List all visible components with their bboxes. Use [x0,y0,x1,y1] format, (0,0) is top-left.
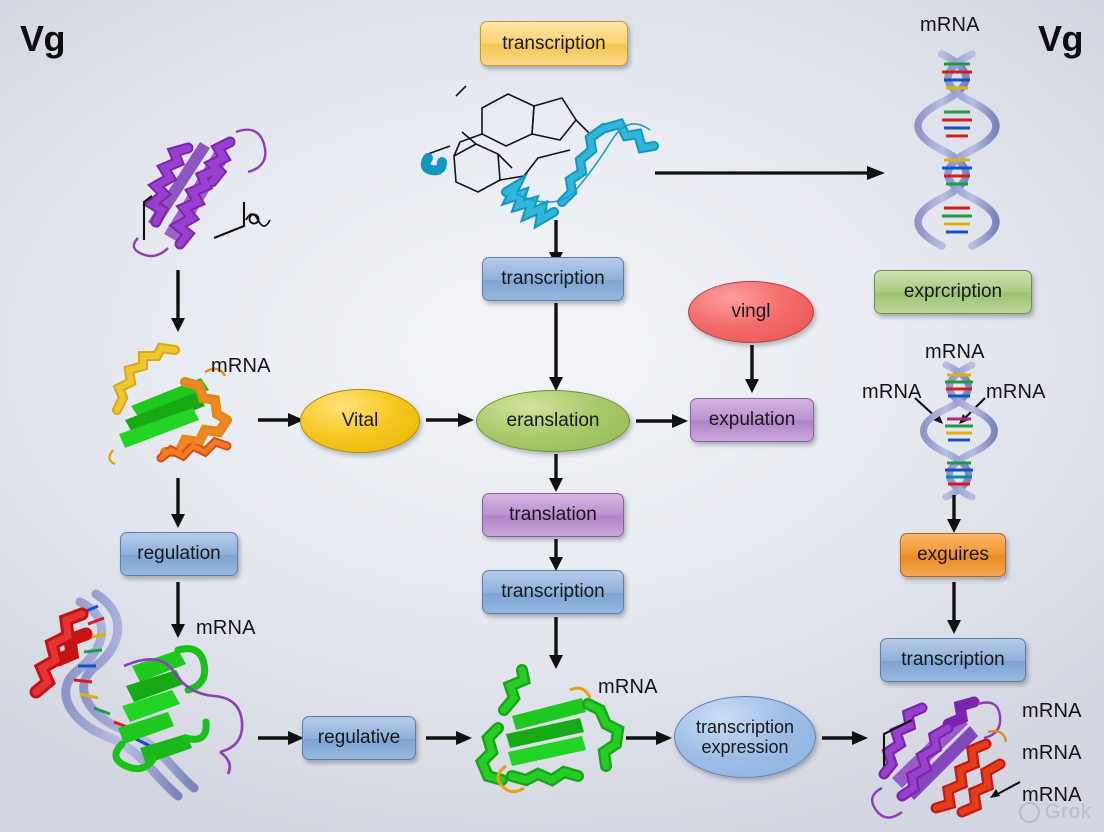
arrow-down-left-2 [168,478,188,528]
corner-label-top-right: Vg [1038,18,1084,59]
node-eranslation-ellipse[interactable]: eranslation [476,390,630,452]
arrow-down-2 [546,303,566,391]
watermark-ring-icon [1018,802,1040,823]
green-barrel-protein-structure [474,664,626,794]
mrna-label-2: mRNA [211,355,271,377]
node-vingl-ellipse[interactable]: vingl [688,281,814,343]
mrna-label-8: mRNA [1022,700,1082,722]
arrow-right-1 [258,410,306,430]
arrow-down-4 [944,495,964,533]
node-expulation[interactable]: expulation [690,398,814,442]
node-transcription-center-lower[interactable]: transcription [482,570,624,614]
arrow-down-3 [742,345,762,393]
purple-red-protein-complex [862,690,1032,826]
mrna-label-10: mRNA [1022,784,1082,806]
arrow-pointer-mrna-bottom [988,778,1024,800]
arrow-right-3 [636,411,690,431]
mrna-label-7: mRNA [598,676,658,698]
arrow-down-6 [546,454,566,492]
arrow-right-2 [426,410,476,430]
arrow-right-6 [626,728,674,748]
purple-helix-protein-structure [118,118,298,268]
arrow-right-7 [822,728,870,748]
node-transcription-blue-center-top[interactable]: transcription [482,257,624,301]
node-transcription-right[interactable]: transcription [880,638,1026,682]
cyan-peptide-chemical-structure [420,82,700,232]
node-regulative[interactable]: regulative [302,716,416,760]
green-yellow-orange-protein-structure [105,342,253,476]
arrow-right-4 [258,728,306,748]
mrna-label-3: mRNA [925,341,985,363]
dna-double-helix-middle-right [920,361,998,501]
node-exprcription-green[interactable]: exprcription [874,270,1032,314]
mrna-label-1: mRNA [920,14,980,36]
mrna-label-9: mRNA [1022,742,1082,764]
arrow-down-7 [546,539,566,571]
node-transcription-yellow[interactable]: transcription [480,21,628,66]
corner-label-top-left: Vg [20,18,66,59]
arrow-down-8 [546,617,566,669]
arrow-right-5 [426,728,474,748]
arrow-right-top [655,163,887,183]
dna-double-helix-top-right [912,50,1002,252]
watermark: Grok [1018,801,1092,824]
mrna-label-4: mRNA [862,381,922,403]
node-transcription-expression-ellipse[interactable]: transcription expression [674,696,816,778]
arrow-down-left-1 [168,270,188,332]
arrow-down-5 [944,582,964,634]
arrow-down-left-3 [168,582,188,638]
node-translation[interactable]: translation [482,493,624,537]
node-exguires[interactable]: exguires [900,533,1006,577]
node-regulation[interactable]: regulation [120,532,238,576]
watermark-label: Grok [1044,801,1092,823]
red-helix-dna-green-protein-complex [18,588,270,808]
node-vital-ellipse[interactable]: Vital [300,389,420,453]
mrna-label-6: mRNA [196,617,256,639]
mrna-label-5: mRNA [986,381,1046,403]
